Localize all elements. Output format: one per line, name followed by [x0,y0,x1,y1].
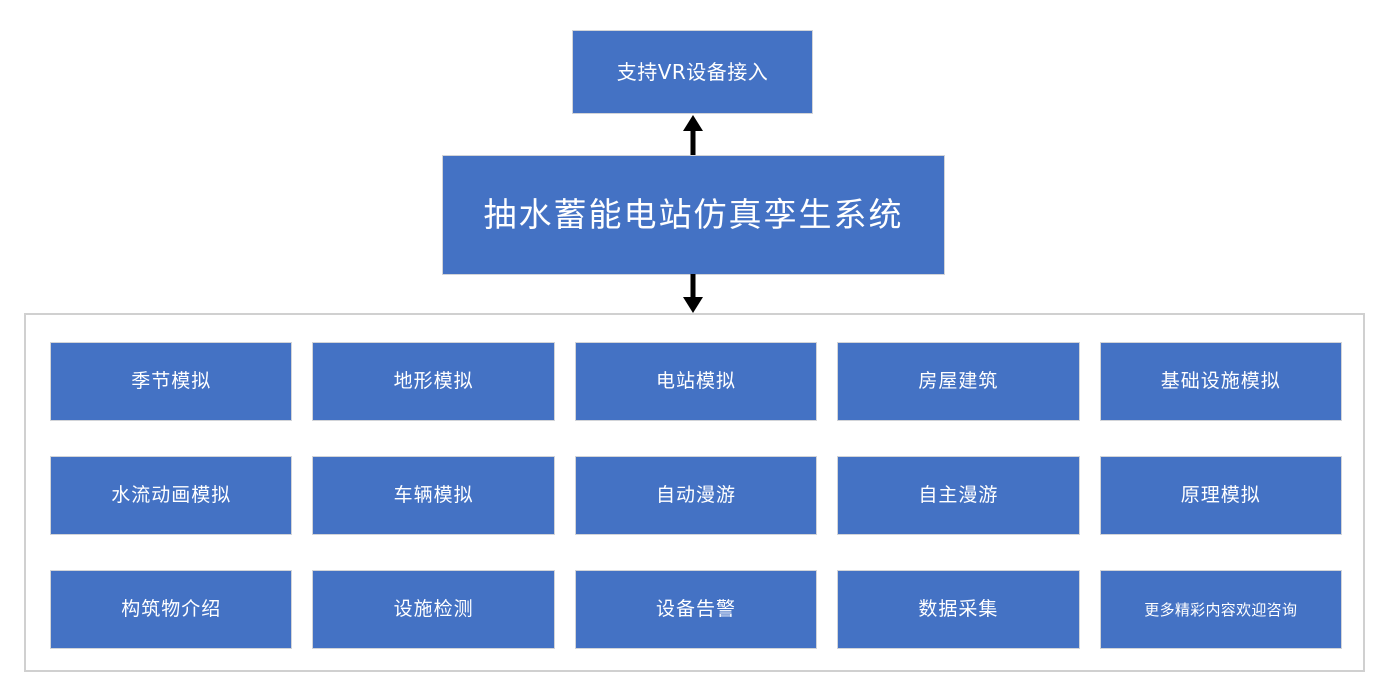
node-system-title[interactable]: 抽水蓄能电站仿真孪生系统 [442,155,945,275]
module-box[interactable]: 设施检测 [312,570,555,649]
module-box[interactable]: 车辆模拟 [312,456,555,535]
module-box[interactable]: 自动漫游 [574,456,818,535]
module-label: 原理模拟 [1180,484,1261,507]
module-label: 水流动画模拟 [111,484,232,507]
module-box[interactable]: 数据采集 [837,570,1080,649]
module-label: 设备告警 [655,598,736,621]
module-box[interactable]: 地形模拟 [312,342,555,421]
module-label: 车辆模拟 [393,484,474,507]
arrow-down-to-modules-icon [683,274,703,313]
module-box[interactable]: 更多精彩内容欢迎咨询 [1099,570,1342,649]
module-label: 基础设施模拟 [1160,370,1281,393]
module-box[interactable]: 基础设施模拟 [1099,342,1342,421]
module-label: 设施检测 [393,598,474,621]
node-system-title-label: 抽水蓄能电站仿真孪生系统 [483,195,904,235]
module-box[interactable]: 自主漫游 [837,456,1080,535]
module-label: 构筑物介绍 [121,598,222,621]
module-box[interactable]: 水流动画模拟 [50,456,293,535]
module-box[interactable]: 构筑物介绍 [50,570,293,649]
module-label: 自主漫游 [918,484,999,507]
modules-panel: 季节模拟 地形模拟 电站模拟 房屋建筑 基础设施模拟 水流动画模拟 车辆模拟 [24,313,1365,672]
module-label: 地形模拟 [393,370,474,393]
module-label: 季节模拟 [131,370,212,393]
module-label: 电站模拟 [655,370,736,393]
module-label: 更多精彩内容欢迎咨询 [1144,600,1298,619]
module-label: 自动漫游 [655,484,736,507]
module-box[interactable]: 电站模拟 [574,342,818,421]
module-label: 房屋建筑 [918,370,999,393]
module-box[interactable]: 房屋建筑 [837,342,1080,421]
module-box[interactable]: 原理模拟 [1099,456,1342,535]
node-vr-support-label: 支持VR设备接入 [616,59,769,84]
module-box[interactable]: 季节模拟 [50,342,293,421]
module-box[interactable]: 设备告警 [574,570,818,649]
node-vr-support[interactable]: 支持VR设备接入 [572,30,813,114]
module-label: 数据采集 [918,598,999,621]
modules-grid: 季节模拟 地形模拟 电站模拟 房屋建筑 基础设施模拟 水流动画模拟 车辆模拟 [50,342,1342,649]
arrow-up-to-vr-icon [683,115,703,156]
